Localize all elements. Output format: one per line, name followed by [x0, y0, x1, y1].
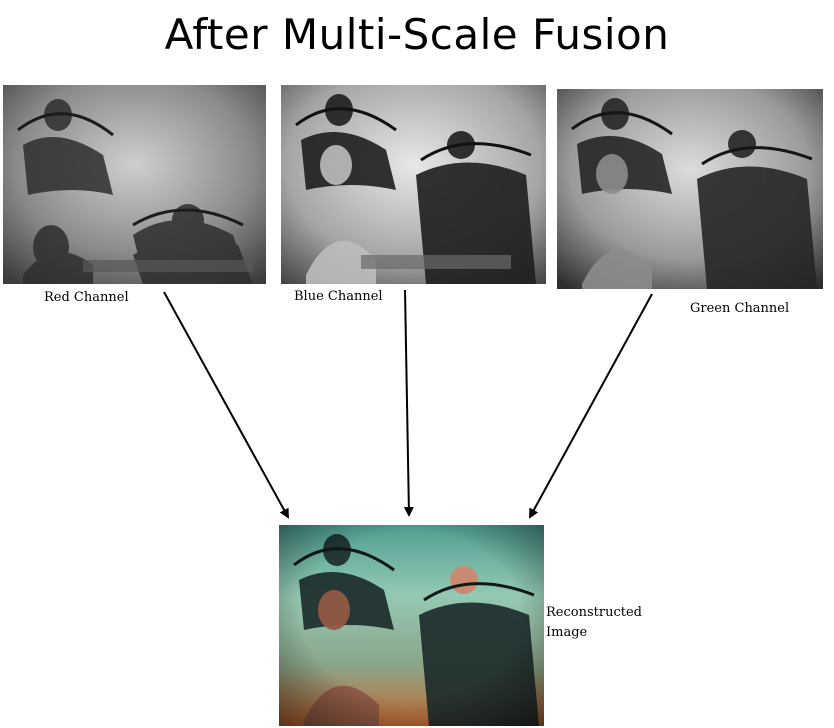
- green-channel-image: [557, 89, 823, 289]
- blue-channel-image: [281, 85, 546, 284]
- arrow-blue-to-reconstructed: [403, 289, 414, 517]
- page-title: After Multi-Scale Fusion: [164, 10, 670, 59]
- arrow-green-to-reconstructed: [529, 293, 653, 519]
- red-channel-image: [3, 85, 266, 284]
- red-channel-label: Red Channel: [44, 290, 129, 305]
- reconstructed-image-label: Reconstructed Image: [546, 605, 642, 640]
- blue-channel-label: Blue Channel: [294, 289, 383, 304]
- arrow-red-to-reconstructed: [163, 291, 289, 519]
- reconstructed-image: [279, 525, 544, 726]
- green-channel-label: Green Channel: [690, 301, 790, 316]
